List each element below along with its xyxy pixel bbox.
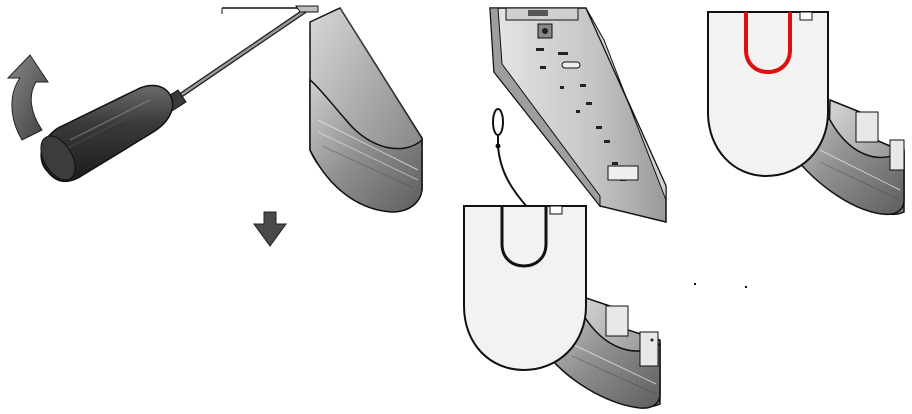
luminaire-housing [309,7,423,213]
mounting-channel [489,7,667,223]
ceiling-plate [221,5,319,14]
step-remove-end-cap [6,5,423,247]
step-end-cap-installed [463,205,661,409]
stray-marks [694,283,747,288]
step-housing-open-with-lanyard [489,7,667,223]
end-cap [463,205,587,372]
gasket-seal [744,12,792,75]
down-arrow-icon [253,211,287,247]
step-gasket-highlight [707,11,905,216]
screwdriver-icon [40,7,308,183]
lanyard-icon [492,108,529,209]
rotate-arrow-icon [6,54,49,141]
end-cap-face [707,11,829,178]
